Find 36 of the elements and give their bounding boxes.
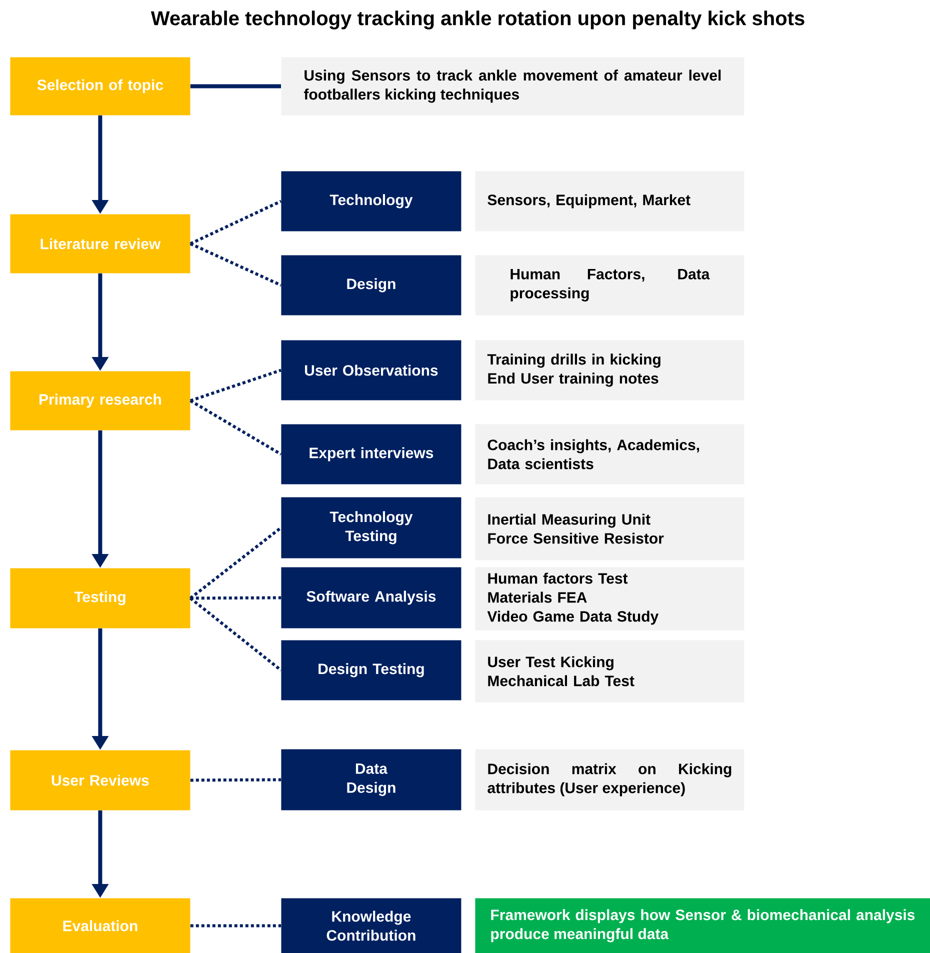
description-box: Decision matrix on Kicking attributes (User experience) — [475, 749, 744, 810]
connector-line — [189, 597, 282, 672]
topic-box: Design Testing — [281, 640, 462, 700]
topic-box: Software Analysis — [281, 567, 462, 628]
description-box: Sensors, Equipment, Market — [475, 171, 744, 232]
connector-line — [190, 84, 281, 88]
topic-box: User Observations — [281, 340, 462, 400]
description-box: Inertial Measuring Unit Force Sensitive Resistor — [475, 497, 744, 560]
topic-box: Data Design — [281, 749, 462, 810]
step-box: Selection of topic — [10, 57, 190, 116]
description-box: Human Factors, Data processing — [475, 255, 744, 316]
topic-box: Design — [281, 255, 462, 316]
description-box: Human factors Test Materials FEA Video Game Data Study — [475, 567, 744, 630]
description-box: User Test Kicking Mechanical Lab Test — [475, 640, 744, 702]
description-box: Coach’s insights, Academics, Data scientists — [475, 424, 744, 484]
description-box: Using Sensors to track ankle movement of amateur level footballers kicking techniques — [281, 57, 744, 116]
step-box: Evaluation — [10, 898, 190, 953]
step-box: Testing — [10, 568, 190, 628]
step-box: User Reviews — [10, 750, 190, 810]
topic-box: Technology Testing — [281, 497, 462, 558]
step-box: Primary research — [10, 371, 190, 430]
connector-line — [189, 526, 282, 600]
step-box: Literature review — [10, 214, 190, 274]
title: Wearable technology tracking ankle rotation upon penalty kick shots — [150, 10, 804, 30]
connector-line — [190, 200, 282, 246]
topic-box: Expert interviews — [281, 424, 462, 484]
topic-box: Knowledge Contribution — [281, 898, 462, 953]
connector-line — [190, 778, 281, 782]
connector-line — [190, 596, 281, 600]
connector-line — [190, 242, 282, 287]
connector-line — [190, 399, 282, 456]
topic-box: Technology — [281, 171, 462, 232]
result-box: Framework displays how Sensor & biomechanical analysis produce meaningful data — [475, 898, 930, 953]
connector-line — [190, 924, 281, 928]
description-box: Training drills in kicking End User training notes — [475, 340, 744, 400]
connector-line — [190, 368, 282, 402]
